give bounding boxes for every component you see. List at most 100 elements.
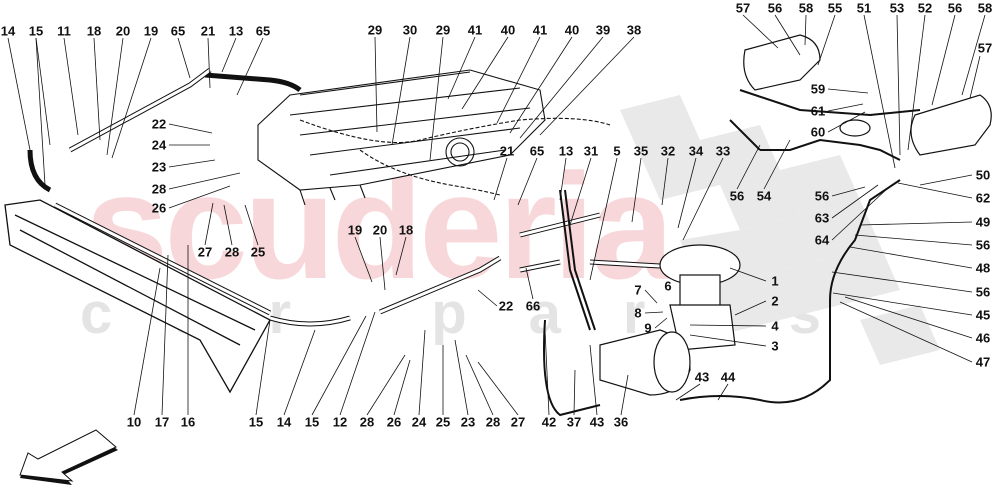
callout-part-50[interactable]: 50	[975, 167, 991, 183]
callout-part-63[interactable]: 63	[814, 210, 830, 226]
callout-part-29[interactable]: 29	[435, 22, 451, 38]
callout-part-31[interactable]: 31	[583, 143, 599, 159]
callout-part-14[interactable]: 14	[0, 23, 16, 39]
callout-part-5[interactable]: 5	[613, 143, 621, 159]
callout-part-48[interactable]: 48	[975, 260, 991, 276]
callout-part-38[interactable]: 38	[626, 22, 642, 38]
callout-part-20[interactable]: 20	[372, 222, 388, 238]
callout-part-40[interactable]: 40	[500, 22, 516, 38]
callout-part-2[interactable]: 2	[771, 293, 779, 309]
callout-part-47[interactable]: 47	[975, 354, 991, 370]
callout-part-34[interactable]: 34	[688, 143, 704, 159]
callout-part-40[interactable]: 40	[564, 22, 580, 38]
callout-part-21[interactable]: 21	[200, 23, 216, 39]
callout-part-3[interactable]: 3	[771, 338, 779, 354]
callout-part-18[interactable]: 18	[398, 222, 414, 238]
callout-part-56[interactable]: 56	[729, 188, 745, 204]
callout-part-61[interactable]: 61	[810, 103, 826, 119]
callout-part-64[interactable]: 64	[814, 232, 830, 248]
callout-part-43[interactable]: 43	[589, 414, 605, 430]
callout-part-49[interactable]: 49	[975, 214, 991, 230]
callout-part-26[interactable]: 26	[151, 200, 167, 216]
callout-part-25[interactable]: 25	[435, 414, 451, 430]
callout-part-35[interactable]: 35	[633, 143, 649, 159]
callout-part-59[interactable]: 59	[810, 81, 826, 97]
callout-part-15[interactable]: 15	[248, 414, 264, 430]
callout-part-37[interactable]: 37	[566, 414, 582, 430]
callout-part-28[interactable]: 28	[485, 414, 501, 430]
callout-part-60[interactable]: 60	[810, 124, 826, 140]
callout-part-32[interactable]: 32	[660, 143, 676, 159]
front-direction-arrow-icon	[19, 429, 118, 485]
callout-part-26[interactable]: 26	[386, 414, 402, 430]
callout-part-54[interactable]: 54	[756, 188, 772, 204]
callout-part-13[interactable]: 13	[558, 143, 574, 159]
callout-part-15[interactable]: 15	[304, 414, 320, 430]
callout-part-62[interactable]: 62	[975, 190, 991, 206]
callout-part-9[interactable]: 9	[644, 320, 652, 336]
callout-part-17[interactable]: 17	[154, 414, 170, 430]
callout-part-18[interactable]: 18	[86, 23, 102, 39]
callout-part-58[interactable]: 58	[977, 0, 993, 16]
callout-part-19[interactable]: 19	[347, 222, 363, 238]
callout-part-29[interactable]: 29	[367, 22, 383, 38]
chassis-rail	[4, 199, 271, 394]
callout-part-28[interactable]: 28	[224, 244, 240, 260]
callout-part-15[interactable]: 15	[28, 23, 44, 39]
callout-part-14[interactable]: 14	[276, 414, 292, 430]
exhaust-mufflers	[743, 34, 992, 156]
callout-part-28[interactable]: 28	[359, 414, 375, 430]
callout-part-57[interactable]: 57	[977, 40, 993, 56]
callout-part-22[interactable]: 22	[498, 298, 514, 314]
callout-part-20[interactable]: 20	[115, 23, 131, 39]
callout-part-23[interactable]: 23	[460, 414, 476, 430]
callout-part-55[interactable]: 55	[827, 0, 843, 16]
callout-part-56[interactable]: 56	[814, 188, 830, 204]
callout-part-36[interactable]: 36	[613, 414, 629, 430]
canister-filter	[599, 329, 691, 396]
callout-part-66[interactable]: 66	[525, 298, 541, 314]
callout-part-56[interactable]: 56	[767, 0, 783, 16]
callout-part-52[interactable]: 52	[917, 0, 933, 16]
callout-part-28[interactable]: 28	[151, 181, 167, 197]
callout-part-65[interactable]: 65	[255, 23, 271, 39]
callout-part-33[interactable]: 33	[715, 143, 731, 159]
callout-part-13[interactable]: 13	[228, 23, 244, 39]
callout-part-21[interactable]: 21	[499, 143, 515, 159]
callout-part-25[interactable]: 25	[250, 244, 266, 260]
callout-part-44[interactable]: 44	[720, 369, 736, 385]
callout-part-45[interactable]: 45	[975, 307, 991, 323]
callout-part-46[interactable]: 46	[975, 330, 991, 346]
callout-part-65[interactable]: 65	[529, 143, 545, 159]
callout-part-41[interactable]: 41	[467, 22, 483, 38]
callout-part-1[interactable]: 1	[771, 273, 779, 289]
callout-part-51[interactable]: 51	[856, 0, 872, 16]
callout-part-39[interactable]: 39	[595, 22, 611, 38]
callout-part-16[interactable]: 16	[180, 414, 196, 430]
callout-part-57[interactable]: 57	[735, 0, 751, 16]
callout-part-10[interactable]: 10	[126, 414, 142, 430]
callout-part-41[interactable]: 41	[532, 22, 548, 38]
callout-part-22[interactable]: 22	[151, 116, 167, 132]
callout-part-56[interactable]: 56	[947, 0, 963, 16]
callout-part-58[interactable]: 58	[798, 0, 814, 16]
callout-part-19[interactable]: 19	[143, 23, 159, 39]
callout-part-24[interactable]: 24	[411, 414, 427, 430]
callout-part-56[interactable]: 56	[975, 237, 991, 253]
callout-part-8[interactable]: 8	[634, 305, 642, 321]
callout-part-24[interactable]: 24	[151, 137, 167, 153]
callout-part-4[interactable]: 4	[771, 318, 779, 334]
callout-part-56[interactable]: 56	[975, 284, 991, 300]
callout-part-6[interactable]: 6	[664, 278, 672, 294]
callout-part-30[interactable]: 30	[402, 22, 418, 38]
callout-part-7[interactable]: 7	[634, 282, 642, 298]
callout-part-42[interactable]: 42	[541, 414, 557, 430]
callout-part-65[interactable]: 65	[170, 23, 186, 39]
callout-part-27[interactable]: 27	[510, 414, 526, 430]
callout-part-43[interactable]: 43	[694, 369, 710, 385]
callout-part-27[interactable]: 27	[197, 244, 213, 260]
callout-part-12[interactable]: 12	[332, 414, 348, 430]
callout-part-53[interactable]: 53	[889, 0, 905, 16]
callout-part-23[interactable]: 23	[151, 159, 167, 175]
callout-part-11[interactable]: 11	[57, 23, 71, 39]
